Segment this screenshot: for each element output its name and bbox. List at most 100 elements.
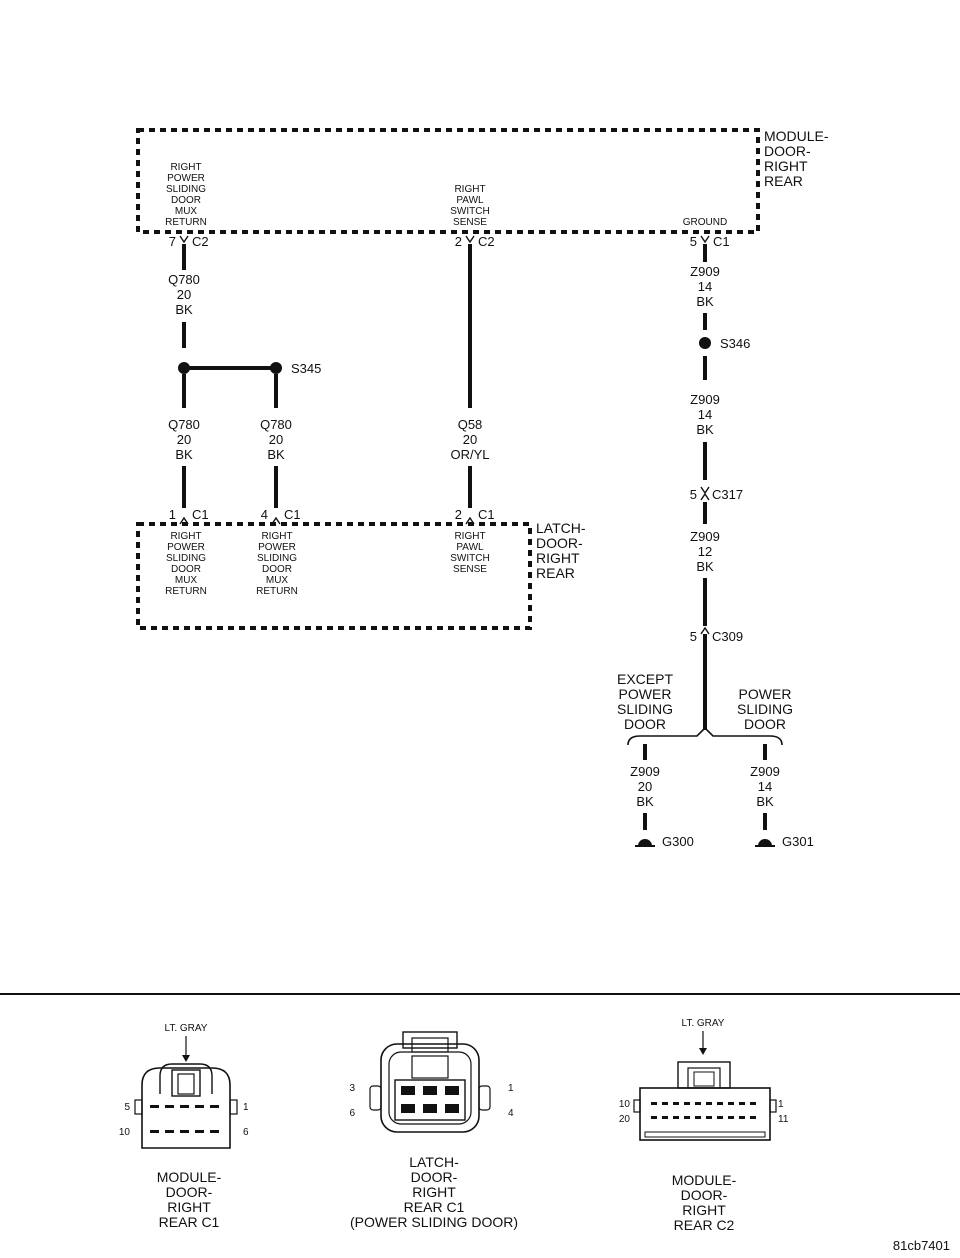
svg-text:Z909: Z909: [690, 264, 720, 279]
svg-text:RETURN: RETURN: [256, 586, 298, 597]
svg-text:LATCH-: LATCH-: [536, 520, 586, 536]
svg-text:DOOR-: DOOR-: [411, 1169, 458, 1185]
svg-text:BK: BK: [267, 447, 285, 462]
connector-view-module-c1: LT. GRAY 5 1 10 6 MODULE- DOOR- RIGHT RE…: [119, 1023, 249, 1230]
svg-text:SLIDING: SLIDING: [617, 701, 673, 717]
svg-text:SWITCH: SWITCH: [450, 553, 489, 564]
svg-text:Q780: Q780: [168, 417, 200, 432]
svg-text:4: 4: [508, 1108, 514, 1119]
svg-text:C1: C1: [284, 507, 301, 522]
svg-text:Z909: Z909: [630, 764, 660, 779]
splice-s345-label: S345: [291, 361, 321, 376]
latch-door-right-rear-label: LATCH- DOOR- RIGHT REAR: [536, 520, 586, 581]
svg-text:MUX: MUX: [175, 575, 198, 586]
svg-text:PAWL: PAWL: [456, 542, 484, 553]
wire-label-q58: Q58 20 OR/YL: [450, 417, 489, 462]
connector-view-latch-c1: 3 1 6 4 LATCH- DOOR- RIGHT REAR C1 (POWE…: [349, 1031, 518, 1230]
module-door-right-rear-box: [136, 128, 760, 234]
svg-text:MUX: MUX: [266, 575, 289, 586]
svg-text:MODULE-: MODULE-: [764, 128, 829, 144]
svg-text:OR/YL: OR/YL: [450, 447, 489, 462]
latch-pin-2: 2 C1: [455, 507, 495, 525]
wire-label-z909-lower: Z909 12 BK: [690, 529, 720, 574]
svg-text:20: 20: [619, 1114, 631, 1125]
svg-text:Z909: Z909: [690, 392, 720, 407]
svg-text:MODULE-: MODULE-: [672, 1172, 737, 1188]
svg-text:DOOR-: DOOR-: [764, 143, 811, 159]
svg-text:14: 14: [698, 279, 712, 294]
svg-text:DOOR: DOOR: [262, 564, 292, 575]
svg-text:SWITCH: SWITCH: [450, 206, 489, 217]
svg-text:RIGHT: RIGHT: [412, 1184, 456, 1200]
branch-power-sliding-door: POWER SLIDING DOOR: [737, 686, 793, 732]
svg-text:5: 5: [690, 234, 697, 249]
svg-text:REAR: REAR: [764, 173, 803, 189]
wire-label-z909-g300: Z909 20 BK: [630, 764, 660, 809]
svg-text:20: 20: [463, 432, 477, 447]
svg-text:20: 20: [177, 432, 191, 447]
splice-dot-s345: [270, 362, 282, 374]
svg-text:DOOR: DOOR: [171, 195, 201, 206]
svg-text:POWER: POWER: [167, 542, 205, 553]
svg-text:C1: C1: [192, 507, 209, 522]
svg-text:RIGHT: RIGHT: [536, 550, 580, 566]
svg-text:10: 10: [119, 1127, 131, 1138]
svg-text:REAR C2: REAR C2: [674, 1217, 735, 1233]
svg-text:12: 12: [698, 544, 712, 559]
module-pin-c-function: GROUND: [683, 217, 727, 228]
module-door-right-rear-label: MODULE- DOOR- RIGHT REAR: [764, 128, 829, 189]
figure-id: 81cb7401: [893, 1238, 950, 1253]
svg-text:5: 5: [690, 629, 697, 644]
svg-text:RETURN: RETURN: [165, 217, 207, 228]
svg-text:LATCH-: LATCH-: [409, 1154, 459, 1170]
wire-label-z909-g301: Z909 14 BK: [750, 764, 780, 809]
svg-text:2: 2: [455, 234, 462, 249]
splice-dot-s346: [699, 337, 711, 349]
svg-text:1: 1: [778, 1099, 784, 1110]
svg-text:DOOR: DOOR: [624, 716, 666, 732]
svg-text:RIGHT: RIGHT: [167, 1199, 211, 1215]
svg-text:RIGHT: RIGHT: [454, 184, 485, 195]
svg-text:1: 1: [169, 507, 176, 522]
module-pin-c: 5 C1: [690, 234, 730, 249]
svg-text:RIGHT: RIGHT: [261, 531, 292, 542]
svg-text:RIGHT: RIGHT: [170, 531, 201, 542]
ground-g301: G301: [755, 834, 814, 849]
wire-label-z909-mid: Z909 14 BK: [690, 392, 720, 437]
svg-text:MODULE-: MODULE-: [157, 1169, 222, 1185]
latch-pin-2-function: RIGHT PAWL SWITCH SENSE: [450, 531, 489, 575]
splice-s346-label: S346: [720, 336, 750, 351]
svg-text:SLIDING: SLIDING: [166, 184, 206, 195]
svg-text:5: 5: [124, 1102, 130, 1113]
svg-text:BK: BK: [175, 302, 193, 317]
wire-label-q780-pin4: Q780 20 BK: [260, 417, 292, 462]
svg-text:10: 10: [619, 1099, 631, 1110]
svg-text:Q780: Q780: [168, 272, 200, 287]
svg-text:20: 20: [638, 779, 652, 794]
svg-text:DOOR: DOOR: [744, 716, 786, 732]
svg-text:BK: BK: [696, 422, 714, 437]
wire-label-q780-upper: Q780 20 BK: [168, 272, 200, 317]
svg-text:LT. GRAY: LT. GRAY: [682, 1018, 725, 1029]
svg-text:3: 3: [349, 1083, 355, 1094]
svg-text:MUX: MUX: [175, 206, 198, 217]
svg-text:Z909: Z909: [690, 529, 720, 544]
svg-text:Q780: Q780: [260, 417, 292, 432]
svg-text:RIGHT: RIGHT: [764, 158, 808, 174]
latch-pin-4-function: RIGHT POWER SLIDING DOOR MUX RETURN: [256, 531, 298, 597]
module-pin-b: 2 C2: [455, 234, 495, 249]
svg-text:BK: BK: [696, 294, 714, 309]
svg-text:C317: C317: [712, 487, 743, 502]
svg-text:DOOR-: DOOR-: [536, 535, 583, 551]
svg-text:C2: C2: [478, 234, 495, 249]
svg-text:RIGHT: RIGHT: [682, 1202, 726, 1218]
svg-text:SLIDING: SLIDING: [257, 553, 297, 564]
svg-text:SLIDING: SLIDING: [166, 553, 206, 564]
latch-pin-1: 1 C1: [169, 507, 209, 525]
svg-text:7: 7: [169, 234, 176, 249]
svg-text:BK: BK: [636, 794, 654, 809]
splice-dot-left: [178, 362, 190, 374]
wire-label-q780-pin1: Q780 20 BK: [168, 417, 200, 462]
svg-text:REAR C1: REAR C1: [159, 1214, 220, 1230]
svg-text:Z909: Z909: [750, 764, 780, 779]
